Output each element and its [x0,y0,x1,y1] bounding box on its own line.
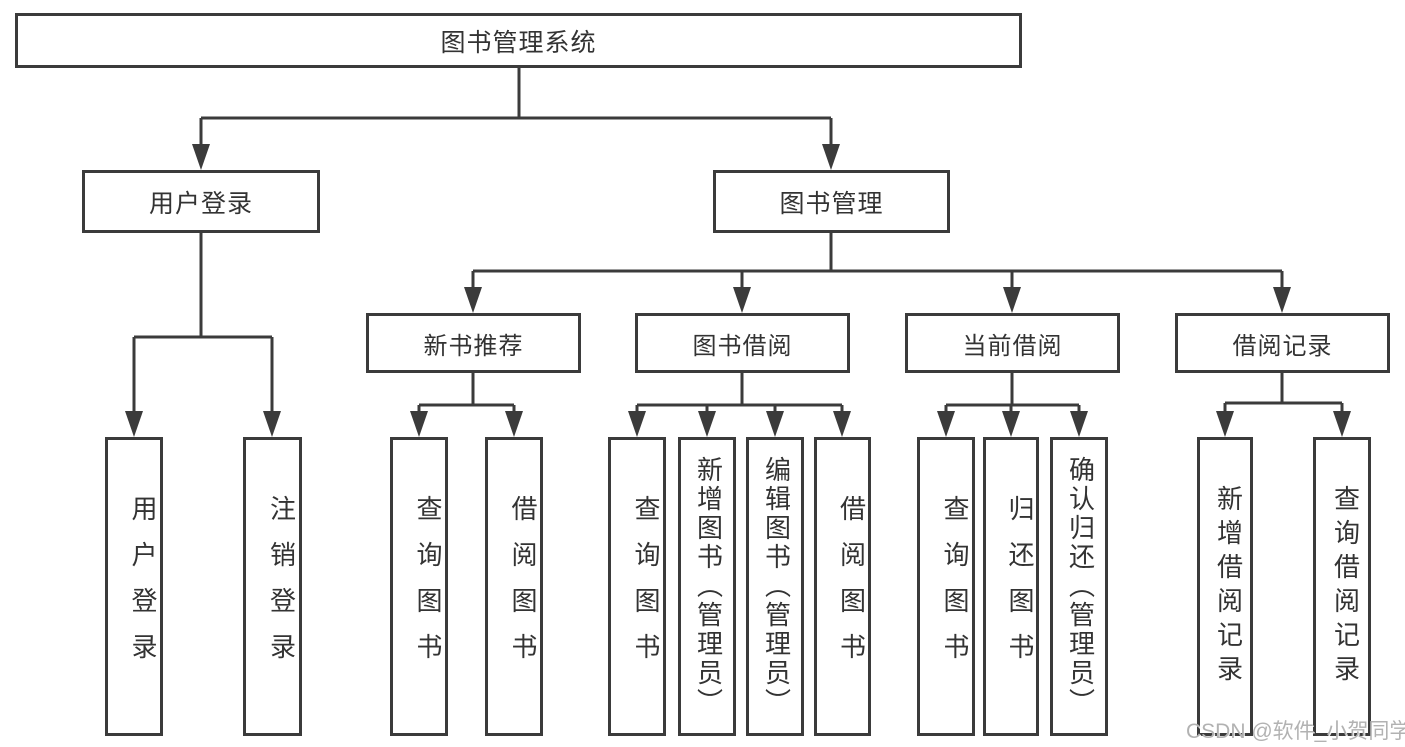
leaf-borrowing-add-books-admin: 新增图书（管理员） [678,437,736,736]
tree-edges [132,68,1344,413]
node-current-borrowing: 当前借阅 [905,313,1120,373]
leaf-recommend-borrow-books: 借阅图书 [485,437,543,736]
node-root-system: 图书管理系统 [15,13,1022,68]
leaf-recommend-query-books: 查询图书 [390,437,448,736]
leaf-user-login: 用户登录 [105,437,163,736]
leaf-records-add-record: 新增借阅记录 [1197,437,1253,736]
node-borrowing-records: 借阅记录 [1175,313,1390,373]
node-new-book-recommend: 新书推荐 [366,313,581,373]
leaf-current-query-books: 查询图书 [917,437,975,736]
leaf-borrowing-edit-books-admin: 编辑图书（管理员） [746,437,804,736]
arrowhead-icons [125,144,1351,437]
leaf-logout: 注销登录 [243,437,302,736]
leaf-borrowing-borrow-books: 借阅图书 [814,437,871,736]
leaf-current-confirm-return-admin: 确认归还（管理员） [1050,437,1108,736]
leaf-borrowing-query-books: 查询图书 [608,437,666,736]
csdn-watermark: CSDN @软件_小贺同学 [1186,720,1405,743]
node-user-login-module: 用户登录 [82,170,320,233]
leaf-current-return-books: 归还图书 [983,437,1039,736]
leaf-records-query-record: 查询借阅记录 [1313,437,1371,736]
node-book-management-module: 图书管理 [713,170,950,233]
node-book-borrowing: 图书借阅 [635,313,850,373]
